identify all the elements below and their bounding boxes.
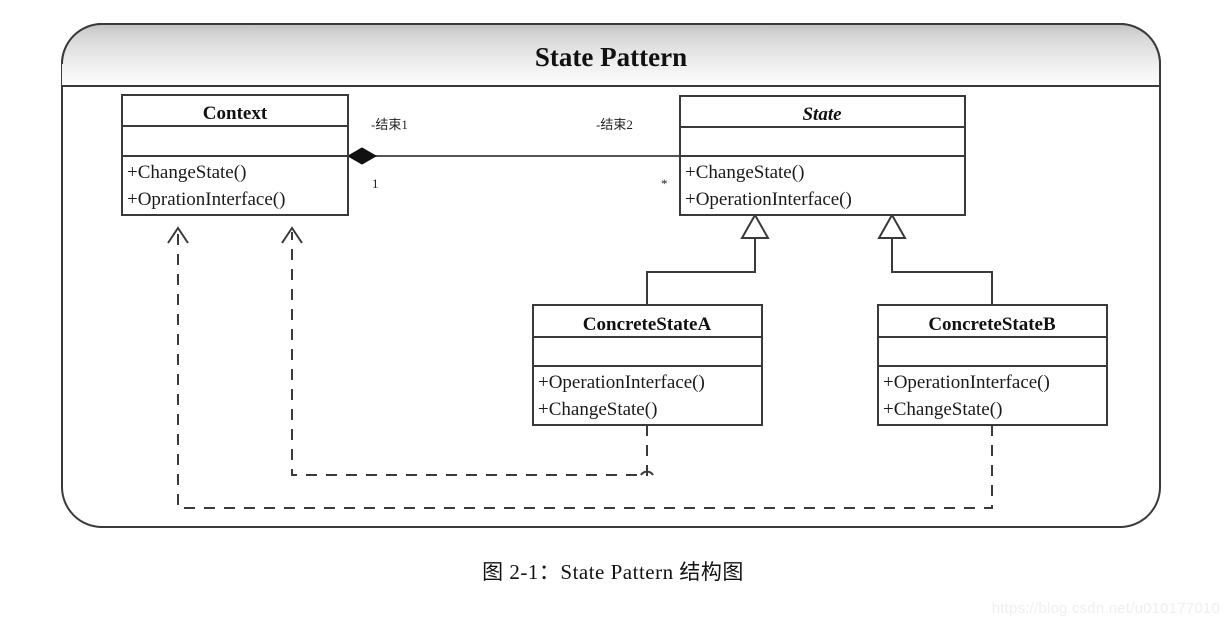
concretestateb-operation-0: +OperationInterface() (883, 372, 1050, 393)
state-class-name: State (802, 104, 842, 125)
class-box-concretestateb[interactable]: ConcreteStateB +OperationInterface() +Ch… (877, 304, 1108, 426)
dependency-concretestateb-context (167, 226, 993, 509)
association-target-role: -结束2 (596, 117, 633, 132)
dependency-concretestatea-context (281, 226, 654, 476)
class-box-context[interactable]: Context +ChangeState() +OprationInterfac… (121, 94, 349, 216)
concretestatea-class-name: ConcreteStateA (583, 314, 712, 335)
frame-header-outline (61, 23, 1161, 86)
generalization-concretestateb-state (877, 212, 993, 305)
line-hop (640, 470, 654, 476)
concretestatea-operation-0: +OperationInterface() (538, 372, 705, 393)
watermark: https://blog.csdn.net/u010177010 (991, 600, 1220, 617)
association-source-role: -结束1 (371, 117, 408, 132)
context-operation-0: +ChangeState() (127, 162, 246, 183)
dependency-line-a (291, 232, 648, 476)
state-operation-0: +ChangeState() (685, 162, 804, 183)
dependency-line-b (177, 232, 993, 509)
association-target-multiplicity: * (661, 176, 668, 191)
inheritance-triangle-icon-b (877, 212, 907, 239)
dependency-arrowhead-icon-a (281, 226, 303, 244)
class-box-concretestatea[interactable]: ConcreteStateA +OperationInterface() +Ch… (532, 304, 763, 426)
dependency-arrowhead-icon-b (167, 226, 189, 244)
generalization-line-b (891, 237, 993, 305)
association-context-state: -结束1 1 -结束2 * (346, 117, 680, 191)
context-operation-1: +OprationInterface() (127, 189, 285, 210)
association-source-multiplicity: 1 (372, 176, 379, 191)
composition-diamond-icon (346, 147, 378, 165)
generalization-line-a (646, 237, 756, 305)
state-operation-1: +OperationInterface() (685, 189, 852, 210)
figure-caption: 图 2-1：State Pattern 结构图 (482, 560, 744, 584)
context-class-name: Context (203, 103, 268, 124)
concretestateb-class-name: ConcreteStateB (928, 314, 1056, 335)
frame-title: State Pattern (535, 42, 687, 72)
concretestatea-operation-1: +ChangeState() (538, 399, 657, 420)
concretestateb-operation-1: +ChangeState() (883, 399, 1002, 420)
inheritance-triangle-icon-a (740, 212, 770, 239)
generalization-concretestatea-state (646, 212, 770, 305)
frame-header-background (62, 24, 1160, 86)
class-box-state[interactable]: State +ChangeState() +OperationInterface… (679, 95, 966, 216)
